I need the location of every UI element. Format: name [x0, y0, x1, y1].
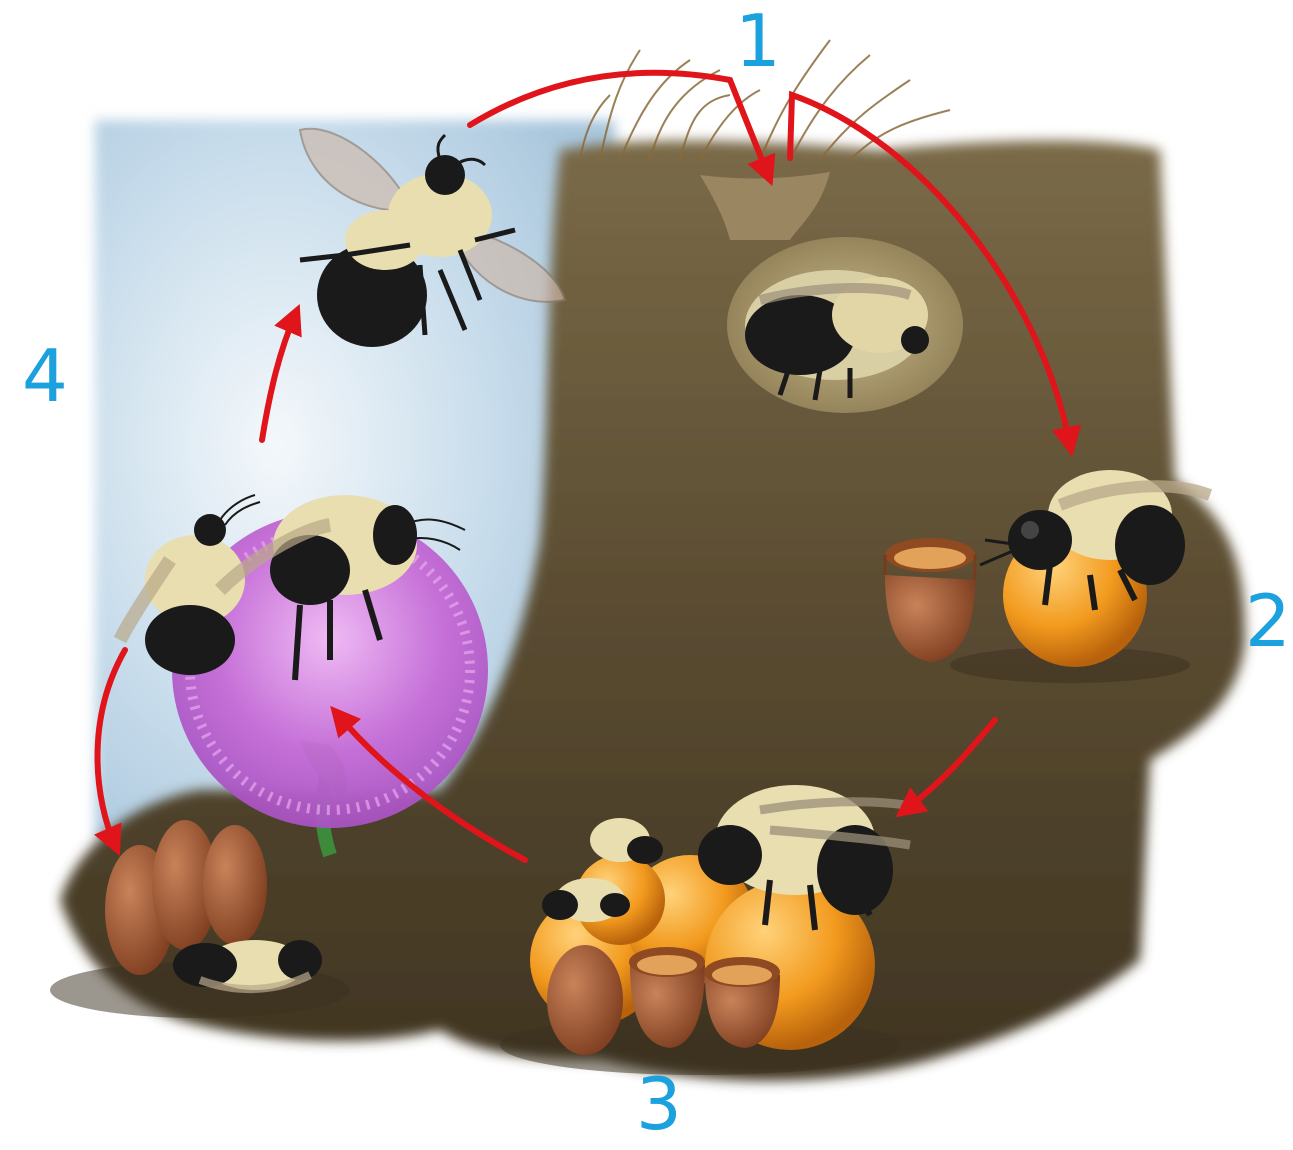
stage-label-4: 4: [22, 340, 68, 412]
stage-label-1: 1: [735, 5, 781, 77]
stage-label-2: 2: [1245, 585, 1291, 657]
stage-label-3: 3: [636, 1068, 682, 1140]
